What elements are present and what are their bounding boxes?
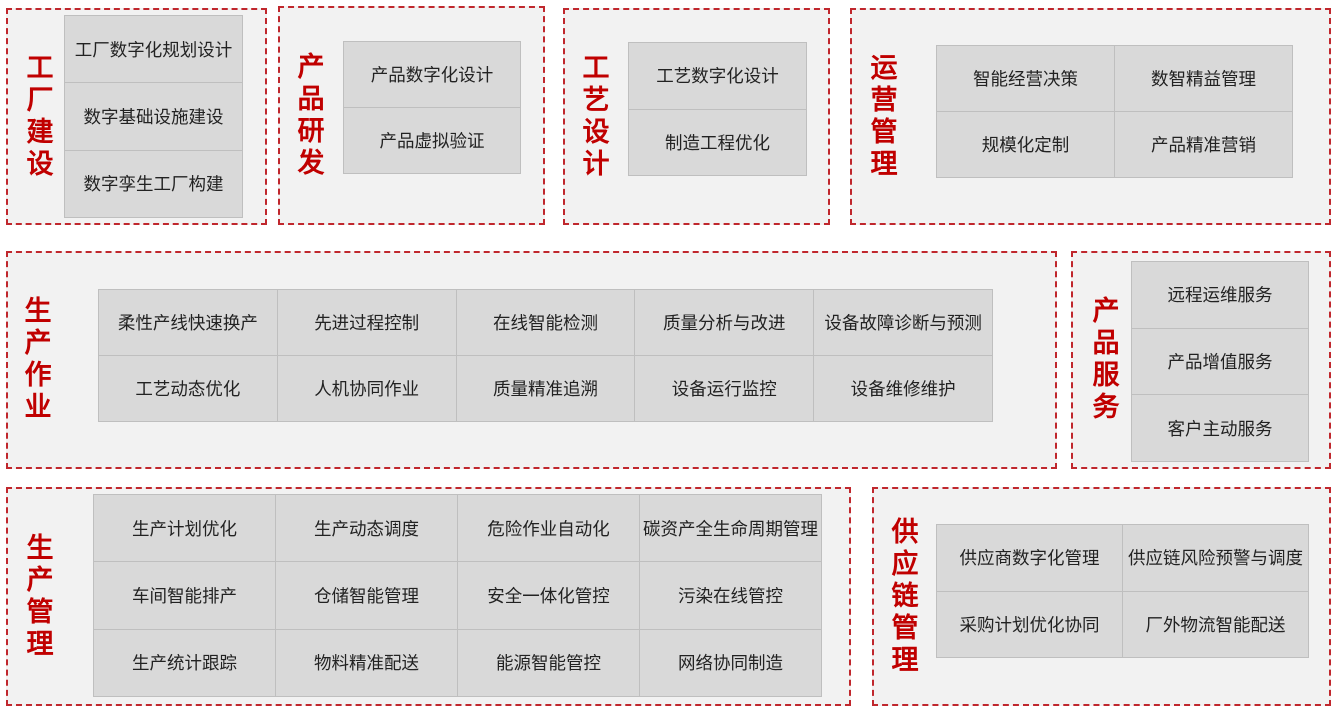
capability-cell: 远程运维服务: [1132, 262, 1308, 328]
capability-cell: 规模化定制: [937, 112, 1114, 177]
capability-cell: 制造工程优化: [629, 109, 806, 175]
capability-cell: 设备故障诊断与预测: [814, 290, 992, 355]
capability-cell: 数字基础设施建设: [65, 83, 242, 150]
capability-cell: 供应链风险预警与调度: [1123, 525, 1308, 591]
capability-grid: 柔性产线快速换产先进过程控制在线智能检测质量分析与改进设备故障诊断与预测工艺动态…: [98, 289, 993, 422]
capability-grid: 生产计划优化生产动态调度危险作业自动化碳资产全生命周期管理车间智能排产仓储智能管…: [93, 494, 822, 697]
capability-cell: 工厂数字化规划设计: [65, 16, 242, 83]
panel-title: 工艺设计: [582, 52, 610, 180]
capability-cell: 仓储智能管理: [276, 562, 457, 629]
capability-cell: 人机协同作业: [277, 356, 456, 421]
capability-cell: 设备维修维护: [814, 356, 992, 421]
capability-grid: 产品数字化设计产品虚拟验证: [343, 41, 521, 174]
capability-cell: 供应商数字化管理: [937, 525, 1122, 591]
capability-cell: 数字孪生工厂构建: [65, 150, 242, 217]
capability-cell: 生产动态调度: [276, 495, 457, 562]
capability-cell: 产品精准营销: [1115, 112, 1292, 177]
capability-grid: 智能经营决策数智精益管理规模化定制产品精准营销: [936, 45, 1293, 178]
capability-cell: 碳资产全生命周期管理: [640, 495, 821, 562]
capability-cell: 智能经营决策: [937, 46, 1114, 111]
capability-cell: 安全一体化管控: [458, 562, 639, 629]
capability-cell: 产品增值服务: [1132, 328, 1308, 395]
capability-cell: 污染在线管控: [640, 562, 821, 629]
panel-title: 生产管理: [26, 532, 54, 660]
capability-cell: 车间智能排产: [94, 562, 275, 629]
capability-cell: 在线智能检测: [456, 290, 635, 355]
panel-title: 工厂建设: [26, 52, 54, 180]
capability-cell: 数智精益管理: [1115, 46, 1292, 111]
capability-cell: 生产计划优化: [94, 495, 275, 562]
capability-cell: 工艺数字化设计: [629, 43, 806, 109]
panel-title: 产品研发: [297, 51, 325, 179]
capability-cell: 客户主动服务: [1132, 395, 1308, 461]
capability-grid: 远程运维服务产品增值服务客户主动服务: [1131, 261, 1309, 462]
capability-cell: 能源智能管控: [458, 629, 639, 696]
capability-cell: 产品数字化设计: [344, 42, 520, 107]
capability-cell: 危险作业自动化: [458, 495, 639, 562]
capability-cell: 质量精准追溯: [456, 356, 635, 421]
panel-title: 产品服务: [1092, 296, 1120, 423]
capability-cell: 生产统计跟踪: [94, 629, 275, 696]
capability-cell: 质量分析与改进: [635, 290, 814, 355]
panel-title: 运营管理: [870, 52, 898, 180]
panel-title: 供应链管理: [891, 516, 919, 676]
capability-cell: 柔性产线快速换产: [99, 290, 277, 355]
capability-cell: 设备运行监控: [635, 356, 814, 421]
capability-cell: 采购计划优化协同: [937, 591, 1122, 657]
capability-grid: 供应商数字化管理供应链风险预警与调度采购计划优化协同厂外物流智能配送: [936, 524, 1309, 658]
capability-cell: 物料精准配送: [276, 629, 457, 696]
capability-grid: 工艺数字化设计制造工程优化: [628, 42, 807, 176]
capability-grid: 工厂数字化规划设计数字基础设施建设数字孪生工厂构建: [64, 15, 243, 218]
capability-cell: 网络协同制造: [640, 629, 821, 696]
capability-cell: 产品虚拟验证: [344, 108, 520, 173]
capability-cell: 先进过程控制: [277, 290, 456, 355]
capability-cell: 工艺动态优化: [99, 356, 277, 421]
capability-cell: 厂外物流智能配送: [1123, 591, 1308, 657]
panel-title: 生产作业: [24, 296, 52, 423]
